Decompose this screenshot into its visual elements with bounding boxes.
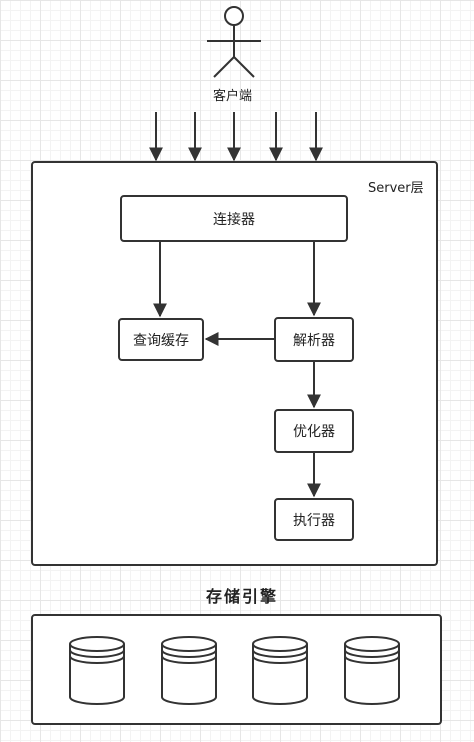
parser-label: 解析器: [293, 332, 335, 349]
optimizer-node: 优化器: [274, 409, 354, 453]
executor-label: 执行器: [293, 512, 335, 529]
database-icon-2: [161, 636, 217, 705]
storage-engine-title: 存储引擎: [206, 587, 279, 606]
connector-node: 连接器: [120, 195, 348, 242]
connector-label: 连接器: [213, 211, 255, 228]
client-label: 客户端: [213, 89, 253, 104]
executor-node: 执行器: [274, 498, 354, 541]
database-icon-4: [344, 636, 400, 705]
server-layer-title: Server层: [368, 181, 424, 196]
database-icon-3: [252, 636, 308, 705]
parser-node: 解析器: [274, 317, 354, 362]
query-cache-node: 查询缓存: [118, 318, 204, 361]
optimizer-label: 优化器: [293, 424, 335, 440]
user-icon: [207, 6, 261, 78]
query-cache-label: 查询缓存: [133, 332, 189, 349]
database-icon-1: [69, 636, 125, 705]
